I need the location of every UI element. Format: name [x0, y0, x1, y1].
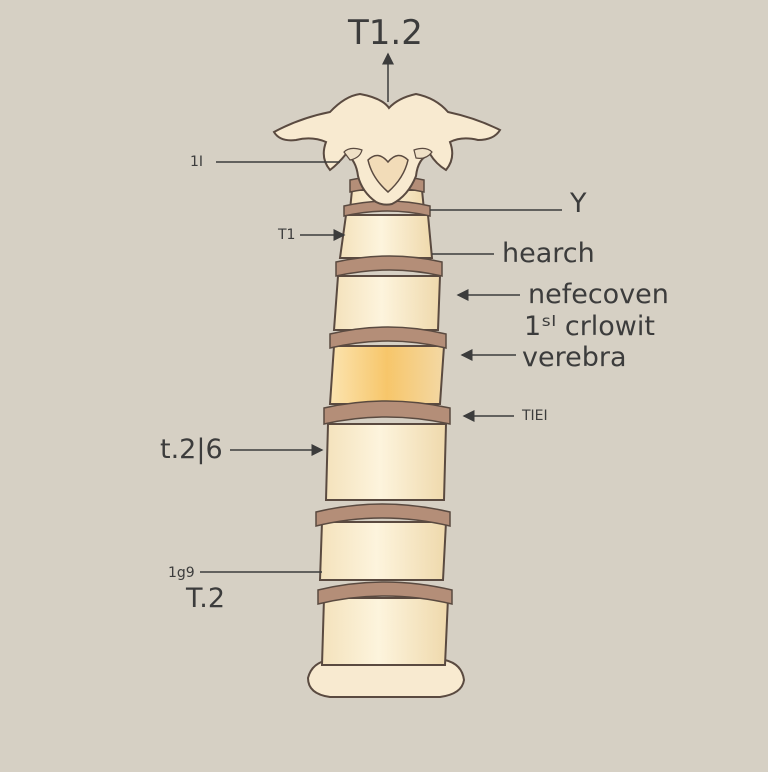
atlas-side-ring: [343, 147, 433, 161]
label-right-crlowit: 1ˢᴵ crlowit: [524, 311, 655, 342]
label-right-nefecoven: nefecoven: [528, 279, 669, 310]
label-left-t1-mid: T1: [278, 227, 296, 243]
disc-3: [335, 255, 443, 277]
vertebra-body-7: [320, 597, 450, 666]
atlas-top-vertebra: [272, 92, 502, 206]
disc-4: [329, 326, 447, 349]
disc-6: [315, 503, 451, 527]
label-left-t216: t.2|6: [160, 434, 223, 465]
vertebra-body-4-highlighted: [328, 345, 446, 405]
atlas-center-detail: [367, 154, 409, 193]
vertebra-body-2: [338, 214, 434, 259]
disc-2: [343, 200, 431, 217]
label-right-y: Y: [570, 188, 587, 219]
label-right-verebra: verebra: [522, 342, 627, 373]
label-right-hearch: hearch: [502, 238, 595, 269]
vertebra-body-5: [324, 423, 448, 501]
vertebra-body-6: [318, 521, 448, 581]
vertebra-body-3: [332, 275, 442, 331]
diagram-title: T1.2: [348, 13, 423, 53]
disc-7: [317, 581, 453, 605]
label-left-t1-top: 1I: [190, 154, 204, 170]
label-left-t2: T.2: [186, 583, 226, 614]
disc-5: [323, 400, 451, 425]
label-right-tiei: TIEI: [522, 408, 548, 424]
label-left-t19: 1g9: [168, 565, 195, 581]
